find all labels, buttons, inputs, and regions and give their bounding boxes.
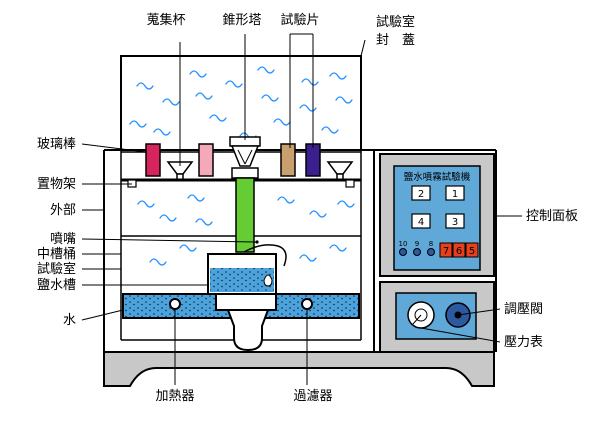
label-control-panel: 控制面板 [526,209,578,224]
label-cone-tower: 錐形塔 [222,13,261,28]
nozzle-tube [235,177,259,253]
label-test-chamber: 試驗室 [37,261,76,277]
steam-chamber [137,194,355,266]
pressure-gauge [407,301,435,329]
panel-title: 鹽水噴霧試驗機 [404,171,471,183]
panel-button-2-label: 2 [418,189,424,200]
heater-element [169,298,181,310]
indicator-9-label: 9 [415,240,419,248]
collector-cups [166,161,354,181]
salt-water-tank [207,244,287,295]
label-collector-cup: 蒐集杯 [146,12,185,28]
panel-button-3[interactable] [445,213,465,229]
panel-button-1[interactable] [445,185,465,201]
label-nozzle: 噴嘴 [50,232,76,247]
label-water: 水 [63,313,76,328]
label-test-piece: 試驗片 [280,12,319,28]
panel-button-3-label: 3 [452,217,458,228]
label-middle-trough: 中槽桶 [37,247,76,262]
label-glass-rod: 玻璃棒 [37,137,76,152]
panel-button-2[interactable] [411,185,431,201]
filter-element [301,298,313,310]
control-panel [379,153,495,277]
label-exterior: 外部 [50,203,76,218]
specimens [145,143,321,177]
label-chamber-lid-2: 封 蓋 [376,33,415,48]
specimen-2 [198,143,214,177]
label-filter: 過濾器 [293,389,332,404]
panel-button-4-label: 4 [418,217,424,228]
label-salt-water-tank: 鹽水槽 [37,278,76,293]
specimen-1 [145,143,161,177]
water-tray [122,293,360,352]
indicator-10-label: 10 [399,240,408,248]
leader-lines [81,33,522,385]
chamber-lid [120,55,362,151]
panel-button-1-label: 1 [452,189,458,200]
digit-6: 6 [456,246,462,257]
digit-5: 5 [469,246,475,257]
panel-button-4[interactable] [411,213,431,229]
label-rack: 置物架 [37,177,76,192]
steam-lid [129,66,353,140]
indicator-8-label: 8 [429,240,433,248]
label-chamber-lid-1: 試驗室 [376,14,415,30]
digit-7: 7 [443,246,449,257]
label-heater: 加熱器 [155,389,194,404]
pressure-panel [379,281,495,353]
specimen-3 [280,143,296,177]
specimen-4 [305,143,321,177]
cone-tower [229,136,261,179]
cabinet-base [103,351,495,387]
label-pressure-valve: 調壓閥 [504,302,543,317]
label-pressure-gauge: 壓力表 [504,335,543,350]
